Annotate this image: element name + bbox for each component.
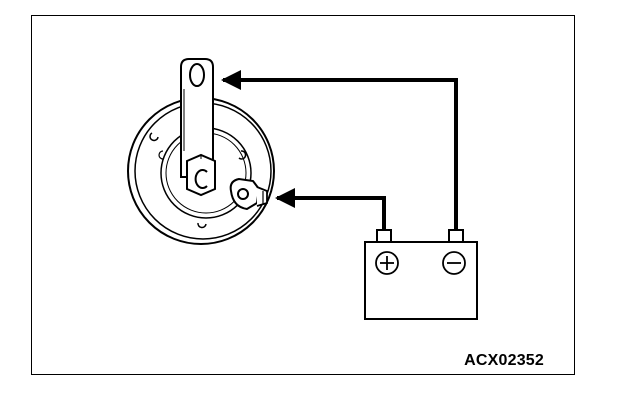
battery-positive-terminal xyxy=(376,229,392,243)
negative-symbol-icon xyxy=(442,251,466,275)
wires xyxy=(221,70,458,229)
battery xyxy=(364,229,478,320)
positive-symbol-icon xyxy=(375,251,399,275)
wiring-diagram xyxy=(127,58,478,320)
hex-nut xyxy=(186,153,216,197)
battery-case xyxy=(364,241,478,320)
horn-hole-bottom xyxy=(197,222,207,229)
wire-positive xyxy=(275,188,386,229)
horn xyxy=(127,58,275,245)
bracket-slot xyxy=(189,63,205,87)
wire-negative xyxy=(221,70,458,229)
reference-code: ACX02352 xyxy=(464,352,544,369)
battery-negative-terminal xyxy=(448,229,464,243)
horn-hole-top xyxy=(158,150,164,160)
horn-mounting-bracket xyxy=(180,58,214,178)
figure-frame: ACX02352 xyxy=(31,15,575,375)
bolt-end xyxy=(194,169,208,189)
horn-hole-right xyxy=(238,150,247,160)
horn-input-terminal xyxy=(229,177,268,211)
horn-hole-left xyxy=(149,132,159,142)
